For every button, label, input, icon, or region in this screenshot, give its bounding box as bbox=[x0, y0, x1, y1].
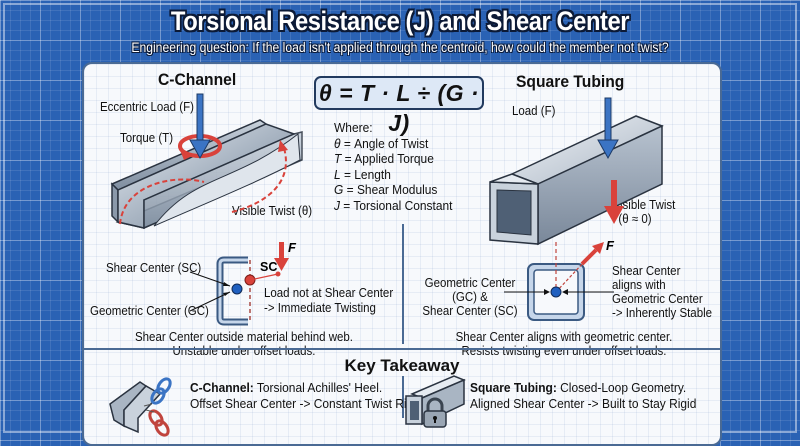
geometric-center-label: Geometric Center (GC) bbox=[90, 304, 209, 318]
tube-opening bbox=[496, 189, 532, 236]
locked-tube-icon bbox=[405, 375, 466, 428]
gc-pointer-line bbox=[189, 291, 231, 312]
twist-arrowhead bbox=[278, 140, 288, 152]
sc-tag: SC bbox=[260, 260, 278, 274]
eccentric-load-arrowhead bbox=[189, 139, 211, 160]
force-arrowhead bbox=[592, 242, 604, 254]
gc-sc-label: Geometric Center (GC) & Shear Center (SC… bbox=[422, 276, 518, 318]
load-point bbox=[275, 271, 281, 277]
takeaway-square-tubing: Square Tubing: Closed-Loop Geometry. Ali… bbox=[470, 380, 697, 411]
page-title: Torsional Resistance (J) and Shear Cente… bbox=[170, 6, 630, 36]
twist-surface bbox=[153, 133, 301, 227]
twist-dashed-path bbox=[231, 147, 287, 213]
twist-dashed-path bbox=[119, 178, 205, 225]
load-offset-line bbox=[249, 273, 279, 281]
broken-chain-channel-icon bbox=[109, 377, 172, 437]
geometric-center-dot bbox=[231, 283, 243, 295]
force-tag: F bbox=[288, 240, 296, 255]
load-label: Load (F) bbox=[512, 104, 556, 118]
section-divider bbox=[84, 348, 720, 350]
c-channel-cross-section bbox=[189, 242, 289, 326]
force-arrow-shaft bbox=[279, 242, 284, 260]
square-tubing-illustration bbox=[489, 97, 664, 246]
torsion-formula: θ = T · L ÷ (G · J) bbox=[314, 76, 484, 136]
c-channel-section-note: Load not at Shear Center -> Immediate Tw… bbox=[264, 286, 394, 315]
square-tubing-title: Square Tubing bbox=[516, 72, 625, 91]
definition-item: J = Torsional Constant bbox=[334, 197, 453, 213]
key-takeaway-heading: Key Takeaway bbox=[344, 356, 460, 375]
c-channel-illustration bbox=[110, 93, 303, 230]
torque-arrowhead bbox=[180, 150, 192, 160]
square-section-note: Shear Center aligns with Geometric Cente… bbox=[612, 264, 713, 320]
content-panel: C-Channel Eccentric Load (F) Torque (T) … bbox=[82, 62, 722, 446]
reaction-arrowhead bbox=[604, 206, 624, 224]
definition-item: G = Shear Modulus bbox=[334, 182, 438, 197]
square-tubing-caption: Shear Center aligns with geometric cente… bbox=[455, 330, 673, 358]
eccentric-load-label: Eccentric Load (F) bbox=[100, 100, 194, 114]
center-divider bbox=[402, 224, 404, 344]
c-channel-title: C-Channel bbox=[158, 70, 237, 89]
where-label: Where: bbox=[334, 120, 373, 135]
force-tag: F bbox=[606, 238, 614, 253]
load-arrowhead bbox=[597, 139, 619, 160]
shear-center-label: Shear Center (SC) bbox=[106, 261, 202, 275]
square-tubing-cross-section bbox=[504, 242, 614, 321]
force-arrow-shaft bbox=[580, 248, 598, 266]
visible-twist-label: Visible Twist (θ) bbox=[232, 204, 313, 218]
definition-item: T = Applied Torque bbox=[334, 151, 434, 166]
torque-label: Torque (T) bbox=[120, 131, 174, 145]
center-dot bbox=[550, 286, 562, 298]
sc-pointer-line bbox=[189, 271, 231, 287]
takeaway-divider bbox=[402, 376, 404, 418]
takeaway-c-channel: C-Channel: Torsional Achilles' Heel. Off… bbox=[190, 380, 419, 411]
formula-definitions: Where: θ = Angle of Twist T = Applied To… bbox=[334, 120, 452, 213]
force-arrowhead bbox=[274, 258, 289, 271]
c-channel-caption: Shear Center outside material behind web… bbox=[134, 330, 353, 358]
definition-item: θ = Angle of Twist bbox=[334, 135, 429, 151]
definition-item: L = Length bbox=[334, 166, 391, 182]
diagonal-dashed-line bbox=[555, 261, 585, 293]
reaction-arrow-shaft bbox=[611, 180, 617, 208]
page-subtitle: Engineering question: If the load isn't … bbox=[131, 40, 669, 55]
